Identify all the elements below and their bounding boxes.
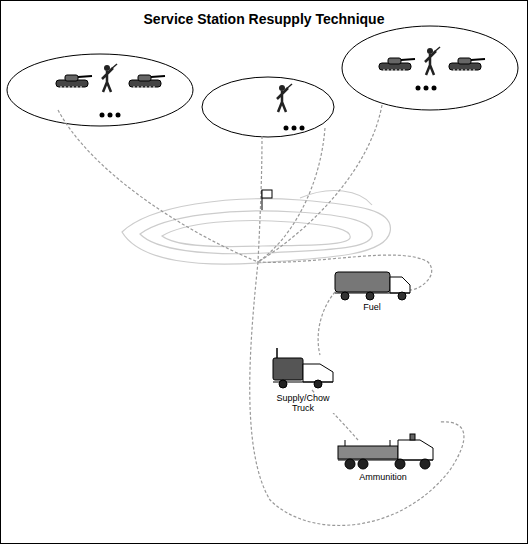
vehicle-label: Fuel — [362, 302, 382, 312]
vehicle-label: Ammunition — [358, 472, 408, 482]
vehicle-label: Supply/Chow Truck — [269, 393, 337, 413]
diagram-title: Service Station Resupply Technique — [144, 11, 385, 27]
